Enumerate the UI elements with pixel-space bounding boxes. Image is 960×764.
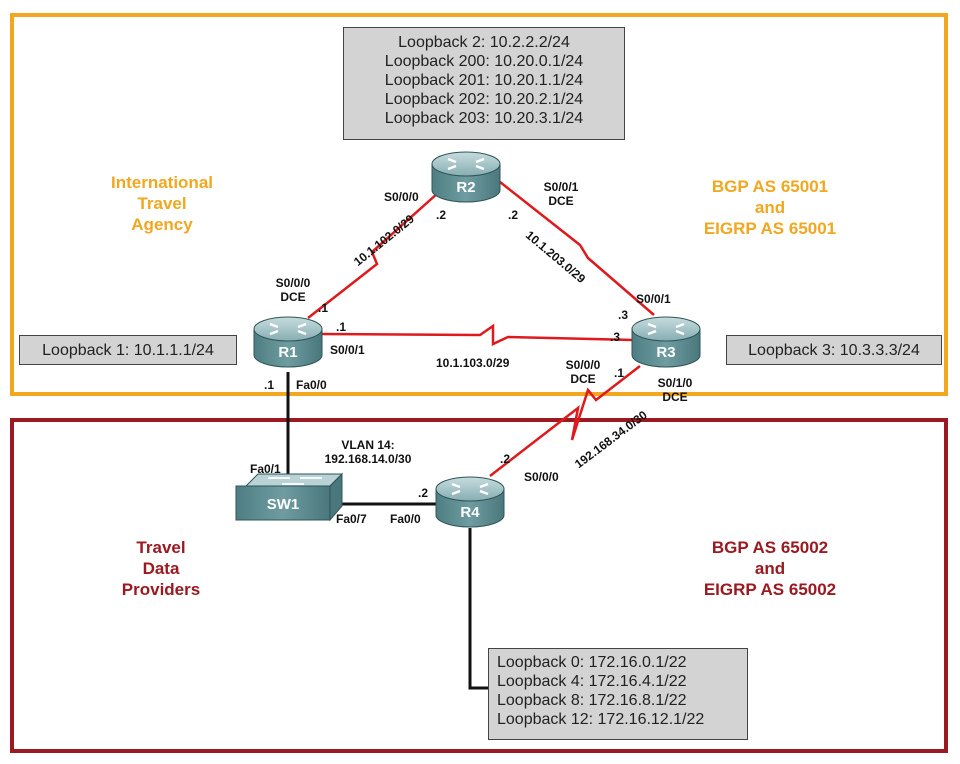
- as-65001-zone: [10, 13, 948, 396]
- router-r4[interactable]: R4: [435, 476, 505, 528]
- link-r3-r4: [489, 365, 641, 477]
- r4-host-r3r4: .2: [500, 452, 511, 466]
- net-r1r3-label: 10.1.103.0/29: [436, 356, 510, 370]
- r1-loopbacks-box: Loopback 1: 10.1.1.1/24: [19, 335, 237, 365]
- vlan14-label: VLAN 14: 192.168.14.0/30: [324, 438, 412, 466]
- r3-loopbacks-box: Loopback 3: 10.3.3.3/24: [726, 335, 942, 365]
- as-65002-zone: [10, 418, 948, 753]
- r4-loopback-line: Loopback 12: 172.16.12.1/22: [497, 711, 705, 728]
- r2-loopback-line: Loopback 202: 10.20.2.1/24: [384, 91, 584, 108]
- link-r2-r3: [499, 181, 655, 316]
- r3-host-r3r4: .1: [614, 366, 625, 380]
- router-r2-label: R2: [456, 179, 475, 196]
- router-r3[interactable]: R3: [631, 316, 701, 368]
- r2-loopback-line: Loopback 200: 10.20.0.1/24: [384, 53, 584, 70]
- r3-s000-label: S0/0/0 DCE: [565, 358, 601, 386]
- r3-host-r1r3: .3: [610, 330, 621, 344]
- r4-loopbacks-box: Loopback 0: 172.16.0.1/22 Loopback 4: 17…: [488, 648, 748, 740]
- r1-fa00-label: Fa0/0: [296, 378, 327, 392]
- router-r1[interactable]: R1: [253, 316, 323, 368]
- zone-top-as: BGP AS 65001 and EIGRP AS 65001: [703, 177, 837, 238]
- sw1-fa01-label: Fa0/1: [250, 462, 281, 476]
- r3-host-r2r3: .3: [618, 308, 629, 322]
- r2-loopbacks-box: Loopback 2: 10.2.2.2/24 Loopback 200: 10…: [343, 27, 625, 140]
- r2-loopback-line: Loopback 2: 10.2.2.2/24: [398, 34, 570, 51]
- sw1-fa07-label: Fa0/7: [336, 512, 367, 526]
- r1-host-r1r2: .1: [318, 301, 329, 315]
- r1-loopback-line: Loopback 1: 10.1.1.1/24: [42, 342, 214, 359]
- r2-s001-label: S0/0/1 DCE: [543, 180, 579, 208]
- r4-host-lan: .2: [418, 486, 429, 500]
- r1-host-r1r3: .1: [336, 320, 347, 334]
- r1-host-lan: .1: [264, 378, 275, 392]
- link-r1-r3: [321, 323, 635, 346]
- zone-top-name: International Travel Agency: [110, 173, 213, 234]
- r2-loopback-line: Loopback 201: 10.20.1.1/24: [384, 72, 584, 89]
- r4-loopback-line: Loopback 0: 172.16.0.1/22: [497, 654, 687, 671]
- router-r3-label: R3: [656, 344, 675, 361]
- link-r4-loopbacks: [468, 528, 488, 690]
- r1-s001-label: S0/0/1: [330, 343, 365, 357]
- r4-loopback-line: Loopback 4: 172.16.4.1/22: [497, 673, 687, 690]
- zone-bottom-name: Travel Data Providers: [121, 538, 201, 599]
- r3-s001-label: S0/0/1: [636, 292, 671, 306]
- switch-sw1[interactable]: SW1: [235, 472, 344, 522]
- r4-s000-label: S0/0/0: [524, 470, 559, 484]
- router-r4-label: R4: [460, 504, 480, 521]
- r2-s000-label: S0/0/0: [384, 190, 419, 204]
- r4-fa00-label: Fa0/0: [390, 512, 421, 526]
- r1-s000-label: S0/0/0 DCE: [275, 276, 311, 304]
- r4-loopback-line: Loopback 8: 172.16.8.1/22: [497, 692, 687, 709]
- link-r1-r2: [307, 183, 449, 319]
- router-r2[interactable]: R2: [431, 151, 501, 203]
- r2-loopback-line: Loopback 203: 10.20.3.1/24: [384, 110, 584, 127]
- r2-host-r2r3: .2: [508, 208, 519, 222]
- r3-s010-label: S0/1/0 DCE: [657, 376, 693, 404]
- r3-loopback-line: Loopback 3: 10.3.3.3/24: [748, 342, 920, 359]
- router-r1-label: R1: [278, 344, 297, 361]
- switch-sw1-label: SW1: [267, 496, 300, 513]
- zone-bottom-as: BGP AS 65002 and EIGRP AS 65002: [703, 538, 837, 599]
- r2-host-r1r2: .2: [436, 208, 447, 222]
